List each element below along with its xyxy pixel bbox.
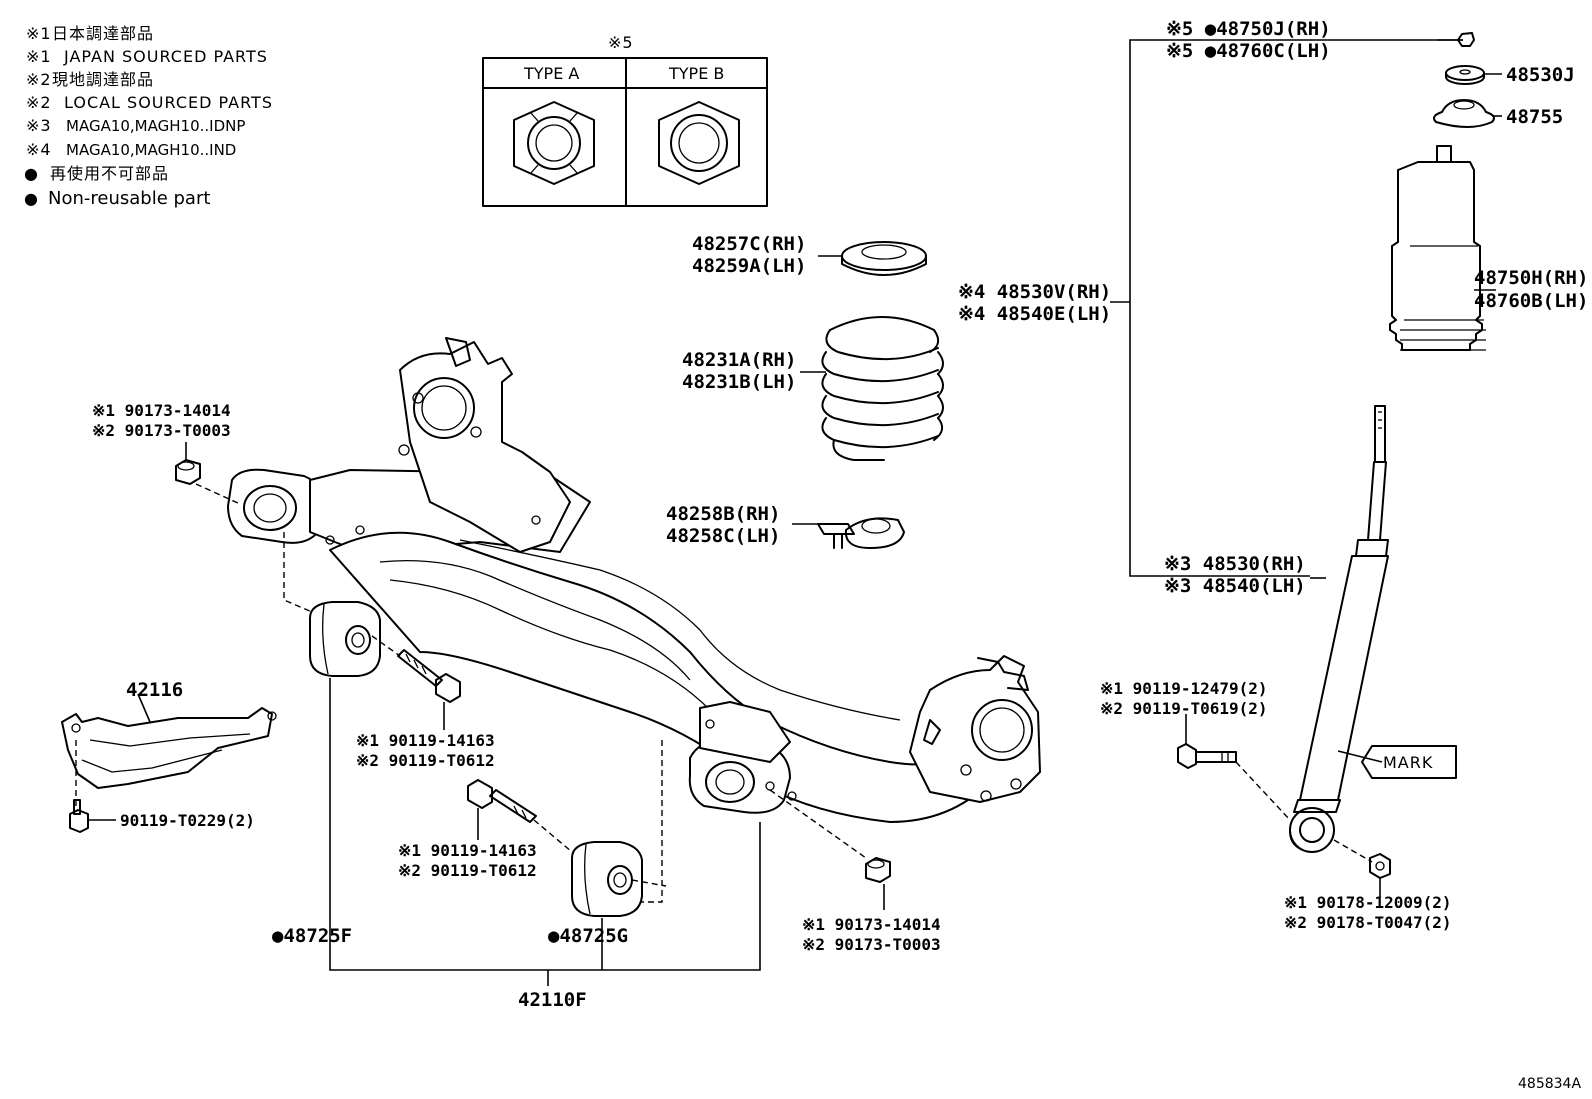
label-90173-14014-top: ※1 90173-14014 bbox=[92, 401, 231, 420]
legend-text-4: LOCAL SOURCED PARTS bbox=[64, 93, 273, 112]
label-48540E: ※4 48540E(LH) bbox=[958, 303, 1111, 325]
label-90178-T0047: ※2 90178-T0047(2) bbox=[1284, 913, 1452, 932]
label-90119-14163-left: ※1 90119-14163 bbox=[356, 731, 495, 750]
right-bushing-bolt-icon bbox=[467, 779, 667, 887]
label-90173-T0003-bottom: ※2 90173-T0003 bbox=[802, 935, 941, 954]
type-b-label: TYPE B bbox=[668, 64, 724, 83]
axle-assembly-bracket bbox=[329, 678, 761, 986]
legend-mark-6: ※4 bbox=[26, 140, 52, 159]
left-bushing-bolt-icon bbox=[371, 635, 461, 730]
label-48760B: 48760B(LH) bbox=[1474, 290, 1588, 312]
label-48259A: 48259A(LH) bbox=[692, 255, 806, 277]
shock-cushion-icon bbox=[1433, 99, 1502, 128]
label-42116: 42116 bbox=[126, 679, 183, 701]
legend-text-3: 現地調達部品 bbox=[52, 70, 154, 89]
label-48760C: ※5 ●48760C(LH) bbox=[1166, 40, 1331, 62]
nut-type-box: ※5 TYPE A TYPE B bbox=[482, 33, 768, 207]
type-b-nut-icon bbox=[658, 101, 740, 185]
label-90119-T0619: ※2 90119-T0619(2) bbox=[1100, 699, 1268, 718]
legend-mark-1: ※1 bbox=[26, 24, 52, 43]
label-48258B: 48258B(RH) bbox=[666, 503, 780, 525]
label-48725G: ●48725G bbox=[548, 925, 628, 947]
figure-id: 485834A bbox=[1518, 1076, 1581, 1092]
legend-mark-5: ※3 bbox=[26, 116, 52, 135]
type-a-label: TYPE A bbox=[523, 64, 579, 83]
mark-tag bbox=[1361, 745, 1457, 779]
label-48231B: 48231B(LH) bbox=[682, 371, 796, 393]
legend-text-5: MAGA10,MAGH10..IDNP bbox=[66, 117, 245, 135]
label-48530: ※3 48530(RH) bbox=[1164, 553, 1306, 575]
shock-lower-bolt-icon bbox=[1177, 714, 1373, 863]
left-bushing-icon bbox=[309, 601, 381, 677]
heat-shield-icon bbox=[61, 693, 277, 808]
top-nut-icon bbox=[1457, 32, 1475, 47]
label-90173-14014-bottom: ※1 90173-14014 bbox=[802, 915, 941, 934]
label-90119-14163-center: ※1 90119-14163 bbox=[398, 841, 537, 860]
upper-spring-seat-icon bbox=[818, 241, 927, 276]
rear-axle-beam-icon bbox=[227, 337, 1041, 823]
label-48530V: ※4 48530V(RH) bbox=[958, 281, 1111, 303]
shock-absorber-icon: MARK bbox=[1289, 405, 1457, 853]
mark-label: MARK bbox=[1383, 753, 1433, 772]
type-a-nut-icon bbox=[513, 101, 595, 185]
label-48530J: 48530J bbox=[1506, 64, 1575, 86]
legend-mark-3: ※2 bbox=[26, 70, 52, 89]
label-90119-T0612-center: ※2 90119-T0612 bbox=[398, 861, 537, 880]
label-48231A: 48231A(RH) bbox=[682, 349, 796, 371]
label-48540: ※3 48540(LH) bbox=[1164, 575, 1306, 597]
legend-mark-7: ● bbox=[24, 164, 39, 183]
label-90119-T0229: 90119-T0229(2) bbox=[120, 811, 255, 830]
label-48258C: 48258C(LH) bbox=[666, 525, 780, 547]
lower-spring-seat-icon bbox=[792, 517, 905, 549]
legend-text-6: MAGA10,MAGH10..IND bbox=[66, 141, 236, 159]
right-flange-nut-icon bbox=[769, 789, 891, 910]
legend-text-1: 日本調達部品 bbox=[52, 24, 154, 43]
legend-text-8: Non-reusable part bbox=[48, 188, 210, 209]
legend-mark-8: ● bbox=[24, 189, 39, 208]
upper-washer-icon bbox=[1445, 65, 1502, 85]
label-90119-12479: ※1 90119-12479(2) bbox=[1100, 679, 1268, 698]
dust-boot-icon bbox=[1389, 145, 1496, 351]
shield-bolt-icon bbox=[69, 799, 116, 833]
shock-lower-nut-icon bbox=[1369, 853, 1391, 898]
right-bushing-icon bbox=[571, 841, 643, 917]
label-42110F: 42110F bbox=[518, 989, 587, 1011]
label-48755: 48755 bbox=[1506, 106, 1563, 128]
label-48750J: ※5 ●48750J(RH) bbox=[1166, 18, 1331, 40]
label-90119-T0612-left: ※2 90119-T0612 bbox=[356, 751, 495, 770]
legend: ※1 日本調達部品 ※1 JAPAN SOURCED PARTS ※2 現地調達… bbox=[24, 24, 273, 209]
left-flange-nut-icon bbox=[175, 442, 241, 505]
legend-text-7: 再使用不可部品 bbox=[50, 164, 169, 183]
label-48725F: ●48725F bbox=[272, 925, 352, 947]
part-labels: ※5 ●48750J(RH) ※5 ●48760C(LH) 48530J 487… bbox=[92, 18, 1588, 1092]
coil-spring-icon bbox=[800, 316, 944, 461]
shock-assembly-bracket bbox=[1110, 39, 1463, 577]
label-48257C: 48257C(RH) bbox=[692, 233, 806, 255]
label-90178-12009: ※1 90178-12009(2) bbox=[1284, 893, 1452, 912]
legend-mark-2: ※1 bbox=[26, 47, 52, 66]
legend-text-2: JAPAN SOURCED PARTS bbox=[63, 47, 268, 66]
label-90173-T0003-top: ※2 90173-T0003 bbox=[92, 421, 231, 440]
legend-mark-4: ※2 bbox=[26, 93, 52, 112]
label-48750H: 48750H(RH) bbox=[1474, 267, 1588, 289]
nut-type-mark: ※5 bbox=[608, 33, 634, 52]
